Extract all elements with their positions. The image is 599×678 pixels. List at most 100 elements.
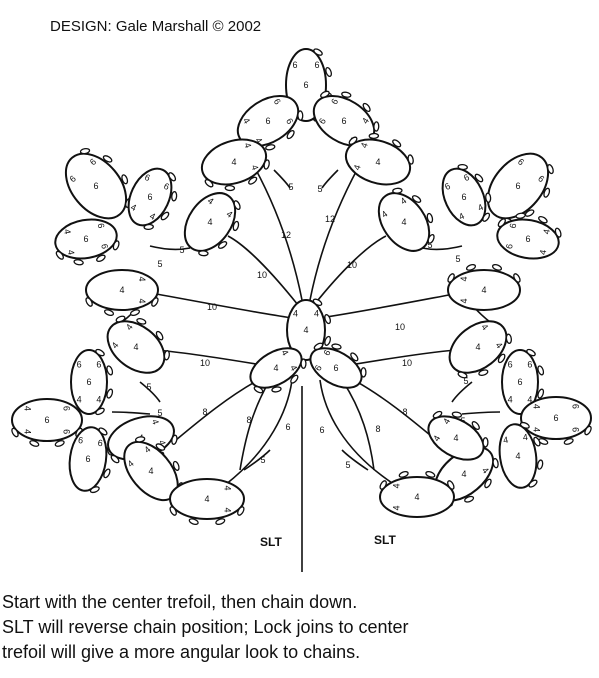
ds-count: 4: [379, 209, 389, 220]
picot: [112, 240, 120, 251]
ds-count: 6: [96, 222, 107, 229]
picot: [151, 297, 159, 307]
picot: [134, 436, 146, 443]
chain: [319, 379, 396, 486]
ds-count: 4: [457, 211, 466, 222]
picot: [198, 250, 209, 257]
ds-count: 4: [398, 195, 408, 206]
picot: [341, 91, 352, 98]
picot: [103, 309, 115, 316]
ds-count: 4: [522, 432, 528, 443]
ring-outline: [344, 138, 412, 186]
ring-outline: [236, 95, 300, 147]
ring-number: 4: [461, 469, 466, 479]
chain-count: 5: [157, 408, 162, 418]
chain-count: 8: [202, 407, 207, 417]
picot: [497, 353, 506, 364]
ds-count: 4: [527, 395, 532, 405]
ds-count: 4: [532, 427, 542, 432]
ds-count: 6: [162, 181, 171, 192]
design-credit: DESIGN: Gale Marshall © 2002: [50, 18, 262, 35]
picot: [168, 172, 177, 182]
chain: [273, 169, 291, 189]
picot: [447, 273, 455, 283]
ds-count: 4: [392, 483, 402, 488]
ring-number: 4: [133, 342, 138, 352]
ds-count: 4: [142, 444, 152, 455]
picot: [543, 187, 551, 198]
picot: [313, 342, 324, 351]
picot: [526, 348, 536, 357]
ring-number: 6: [333, 363, 338, 373]
picot: [392, 139, 402, 148]
ds-count: 4: [293, 309, 298, 319]
ring-outline: [377, 192, 431, 252]
picot: [106, 388, 114, 399]
ring-number: 6: [525, 234, 530, 244]
picot: [392, 187, 403, 194]
ring-number: 6: [83, 234, 88, 244]
ring: 666: [309, 342, 367, 389]
ds-count: 4: [96, 395, 101, 405]
picot: [313, 48, 323, 56]
ds-count: 6: [504, 243, 515, 250]
picot: [115, 315, 126, 323]
picot: [102, 155, 113, 163]
picot: [427, 233, 435, 244]
ds-count: 4: [242, 141, 253, 149]
ring-number: 4: [481, 285, 486, 295]
ring: 666: [486, 152, 554, 225]
picot: [29, 440, 40, 447]
ds-count: 6: [527, 359, 532, 369]
picot: [426, 212, 434, 224]
ring: 444: [448, 320, 512, 379]
chain-count: 5: [317, 184, 322, 194]
ds-count: 4: [249, 163, 260, 171]
caption-line-1: Start with the center trefoil, then chai…: [2, 592, 358, 612]
chain: [144, 291, 293, 319]
picot: [265, 144, 276, 151]
ds-count: 4: [129, 202, 138, 213]
picot: [169, 506, 177, 516]
ds-count: 4: [23, 406, 33, 411]
picot: [110, 454, 120, 464]
ds-count: 4: [459, 276, 469, 281]
chain-count: 5: [345, 460, 350, 470]
ring-number: 4: [453, 433, 458, 443]
picot: [232, 220, 240, 232]
ring-outline: [441, 167, 487, 227]
instructions-caption: Start with the center trefoil, then chai…: [2, 590, 409, 665]
picot: [492, 457, 499, 469]
picot: [136, 318, 147, 325]
ds-count: 6: [570, 427, 580, 432]
ds-count: 6: [443, 181, 452, 192]
tatting-diagram: 1212101010101010888866555555555555 66666…: [11, 48, 592, 572]
ring-number: 4: [231, 157, 236, 167]
chain-count: 10: [347, 260, 357, 270]
ring: 444: [106, 315, 170, 374]
ds-count: 6: [570, 404, 580, 409]
ds-count: 4: [441, 417, 452, 426]
ring-outline: [496, 218, 560, 260]
picot: [96, 254, 106, 263]
picot: [160, 211, 170, 221]
picot: [465, 264, 477, 271]
ds-count: 6: [508, 359, 513, 369]
ds-count: 4: [359, 141, 370, 149]
ds-count: 4: [110, 340, 121, 350]
chain-count: 5: [463, 376, 468, 386]
ds-count: 4: [503, 435, 509, 446]
chain: [243, 449, 271, 471]
slt-label-left: SLT: [260, 535, 282, 549]
ds-count: 4: [66, 249, 77, 256]
picot: [505, 333, 512, 344]
chain: [319, 291, 466, 319]
ring-number: 4: [375, 157, 380, 167]
picot: [324, 335, 331, 346]
picot: [217, 241, 228, 249]
ring-number: 6: [341, 116, 346, 126]
chain: [227, 235, 299, 306]
